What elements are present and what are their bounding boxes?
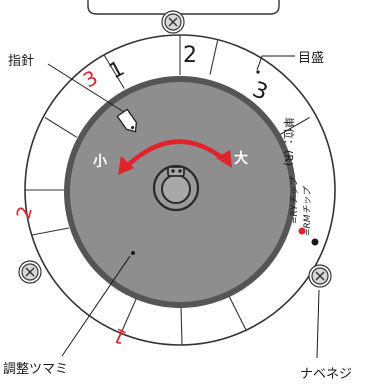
scale-callout-label: 目盛: [298, 51, 324, 66]
scale-number-2: 2: [183, 43, 197, 68]
scale-marker: [256, 70, 260, 74]
rm-chip-dot: [311, 238, 319, 246]
center-hub-hole-right: [178, 169, 182, 173]
rotation-arrow-left-head: [118, 156, 134, 175]
top-bracket: [87, 0, 280, 15]
ring-dividers: [25, 35, 310, 346]
screw-top: [161, 10, 185, 34]
screw-left: [18, 260, 42, 284]
adjust-knob-callout-label: 調整ツマミ: [3, 362, 68, 377]
pointer-icon: [116, 108, 138, 133]
pan-screw-callout-label: ナベネジ: [300, 367, 352, 382]
ry-chip-dot: [298, 227, 306, 235]
pointer-callout-label: 指針: [8, 54, 34, 69]
large-label: 大: [234, 150, 248, 167]
knob-dot: [131, 251, 135, 255]
rotation-arrow: [123, 139, 228, 170]
small-label: 小: [93, 154, 107, 170]
center-hub-hole-left: [171, 169, 175, 173]
rotation-arrow-right-head: [216, 150, 232, 168]
screw-right: [308, 264, 332, 288]
callout-lines: [47, 55, 320, 359]
center-hub-ring: [161, 174, 191, 204]
red-scale-number-2: 2: [13, 204, 37, 221]
rm-chip-legend: =RMチップ: [302, 185, 313, 236]
ry-chip-legend: =RYチップ: [289, 176, 300, 224]
unit-label: 単位：(R): [282, 117, 296, 166]
